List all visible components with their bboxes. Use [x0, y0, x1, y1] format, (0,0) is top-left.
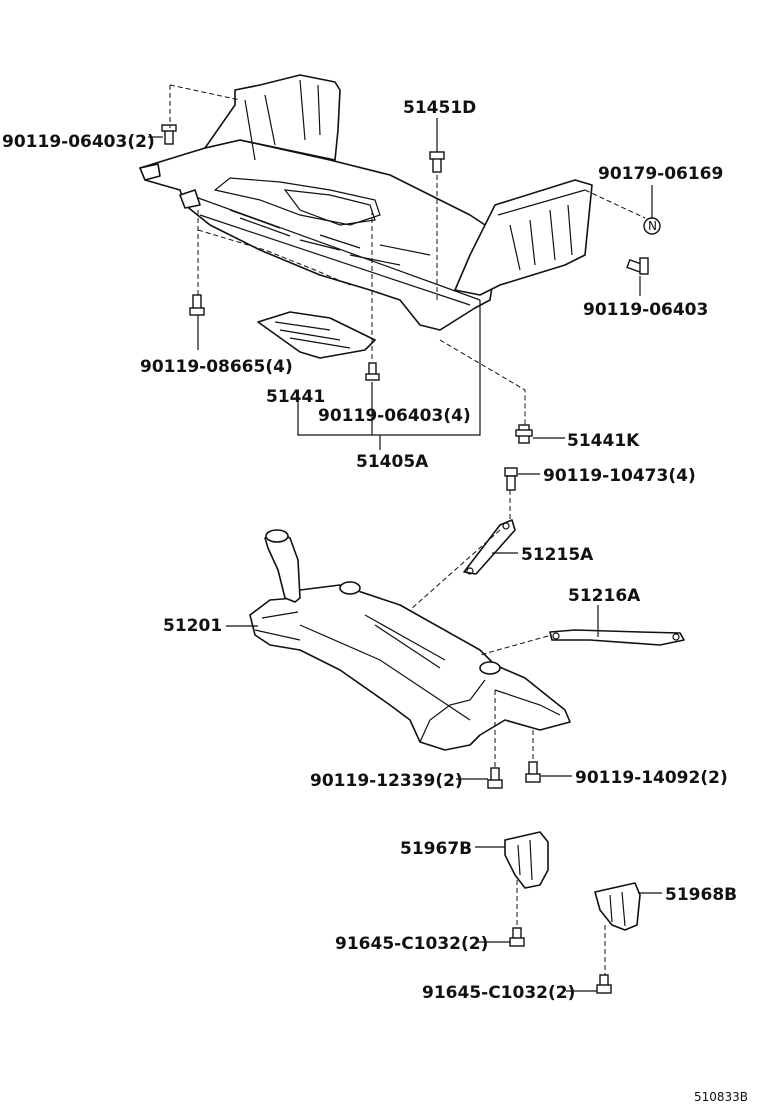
side-cover-plate	[454, 179, 593, 296]
label-90119-06403: 90119-06403	[583, 300, 708, 320]
label-90119-06403-4: 90119-06403(4)	[318, 406, 471, 426]
leader-lines	[148, 118, 662, 992]
part-labels: 90119-06403(2) 51451D 90179-06169 N 9011…	[2, 98, 748, 1104]
label-51216A: 51216A	[568, 586, 641, 606]
bolt-icons	[161, 124, 661, 994]
label-51441K: 51441K	[567, 431, 640, 451]
label-91645-C1032-2-a: 91645-C1032(2)	[335, 934, 488, 954]
label-90179-06169: 90179-06169	[598, 164, 723, 184]
crossmember-51201	[249, 529, 571, 751]
label-51967B: 51967B	[400, 839, 472, 859]
label-51968B: 51968B	[665, 885, 737, 905]
label-51405A: 51405A	[356, 452, 429, 472]
label-N: N	[648, 219, 657, 233]
label-91645-C1032-2-b: 91645-C1032(2)	[422, 983, 575, 1003]
diagram-code: 510833B	[694, 1090, 748, 1104]
engine-under-cover	[139, 74, 501, 331]
label-90119-06403-2: 90119-06403(2)	[2, 132, 155, 152]
assembly-dash-lines	[169, 84, 646, 975]
label-90119-10473-4: 90119-10473(4)	[543, 466, 696, 486]
label-90119-14092-2: 90119-14092(2)	[575, 768, 728, 788]
label-51201: 51201	[163, 616, 222, 636]
label-90119-08665-4: 90119-08665(4)	[140, 357, 293, 377]
bracket-51967B	[504, 831, 549, 889]
brace-51215A	[463, 519, 516, 575]
bracket-51968B	[594, 882, 641, 931]
label-51215A: 51215A	[521, 545, 594, 565]
label-51441: 51441	[266, 387, 325, 407]
label-51451D: 51451D	[403, 98, 476, 118]
brace-51216A	[549, 629, 685, 646]
label-90119-12339-2: 90119-12339(2)	[310, 771, 463, 791]
part-51441-plate	[257, 311, 376, 359]
